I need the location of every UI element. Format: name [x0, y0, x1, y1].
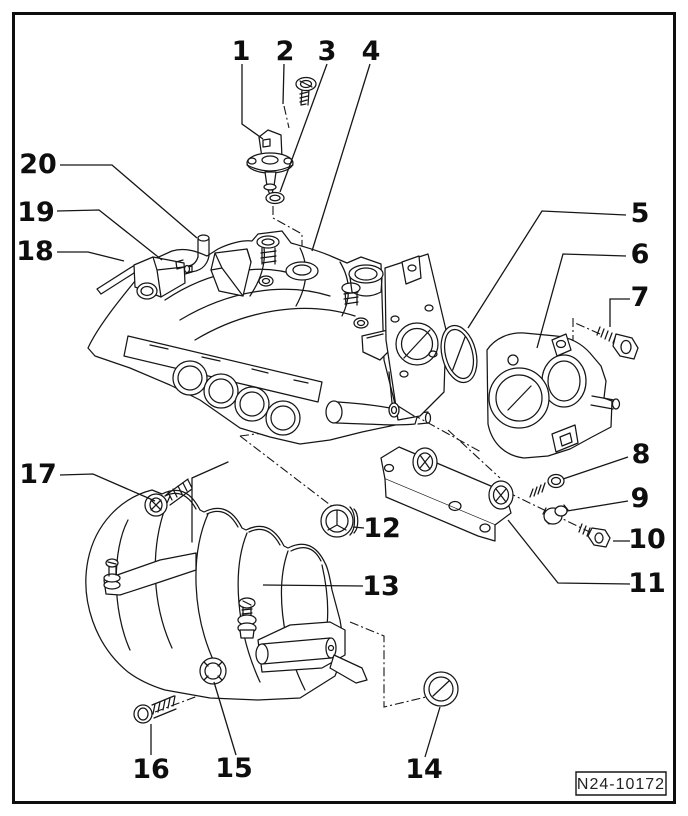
callout-leader-9 [567, 501, 628, 511]
callout-leader-11 [508, 520, 630, 584]
callout-leader-14 [425, 707, 440, 757]
callout-leader-15 [214, 682, 236, 755]
throttle-gasket-oring [435, 322, 482, 387]
callout-number-15: 15 [215, 753, 253, 784]
throttle-bolt [597, 327, 638, 359]
callout-number-20: 20 [19, 149, 57, 180]
callout-number-13: 13 [362, 571, 400, 602]
intake-ports [173, 361, 300, 435]
sensor-oring [266, 193, 284, 204]
throttle-body [487, 333, 620, 458]
callout-number-7: 7 [631, 282, 650, 313]
drawing-code-box [576, 772, 666, 795]
callout-leader-2 [283, 64, 284, 104]
callout-number-8: 8 [632, 439, 651, 470]
callout-leader-13 [263, 585, 363, 586]
callout-number-10: 10 [628, 524, 666, 555]
callout-leader-18 [57, 252, 124, 261]
vacuum-elbow [176, 235, 209, 273]
drawing-code-label: N24-10172 [576, 772, 666, 795]
drawing-code-text: N24-10172 [577, 776, 665, 793]
upper-intake-manifold [88, 231, 446, 444]
callout-number-18: 18 [16, 236, 54, 267]
throttle-flange [385, 254, 446, 420]
clamp-bolt [579, 524, 610, 547]
callout-number-5: 5 [631, 198, 650, 229]
callout-leader-4 [312, 64, 370, 251]
callout-leader-3 [280, 64, 327, 192]
support-bracket [381, 447, 513, 541]
callout-number-11: 11 [628, 568, 666, 599]
bracket-bolt [530, 475, 564, 498]
callout-number-4: 4 [362, 36, 381, 67]
callout-leader-12 [353, 527, 364, 528]
sensor-boss [286, 262, 318, 280]
vacuum-cap [321, 505, 358, 537]
callout-number-1: 1 [232, 36, 251, 67]
callout-leader-8 [563, 457, 628, 479]
callout-number-17: 17 [19, 459, 57, 490]
left-mount-arm [104, 553, 196, 595]
lower-bolt [134, 696, 176, 723]
shaft-bracket [256, 622, 367, 683]
callout-leader-5 [468, 211, 626, 328]
callout-leader-20 [60, 165, 197, 238]
callout-leader-19 [57, 210, 162, 260]
callout-number-12: 12 [363, 513, 401, 544]
callout-number-14: 14 [405, 754, 443, 785]
vacuum-valve [134, 257, 192, 299]
callout-leader-17 [60, 474, 155, 501]
center-stud [238, 598, 256, 638]
callout-leader-1 [242, 64, 263, 139]
lock-nut [200, 658, 226, 684]
map-sensor [247, 130, 293, 197]
drawing-frame [14, 14, 675, 803]
callout-number-16: 16 [132, 754, 170, 785]
callout-leader-7 [610, 299, 630, 327]
lower-intake-manifold [86, 490, 367, 700]
fastening-screw [296, 78, 316, 106]
support-clamp [543, 505, 568, 524]
seal-ring [424, 672, 458, 706]
callout-number-9: 9 [631, 483, 650, 514]
callout-number-19: 19 [17, 197, 55, 228]
callout-number-2: 2 [276, 36, 295, 67]
callout-number-3: 3 [318, 36, 337, 67]
callout-number-6: 6 [631, 239, 650, 270]
callout-leader-6 [537, 254, 626, 348]
